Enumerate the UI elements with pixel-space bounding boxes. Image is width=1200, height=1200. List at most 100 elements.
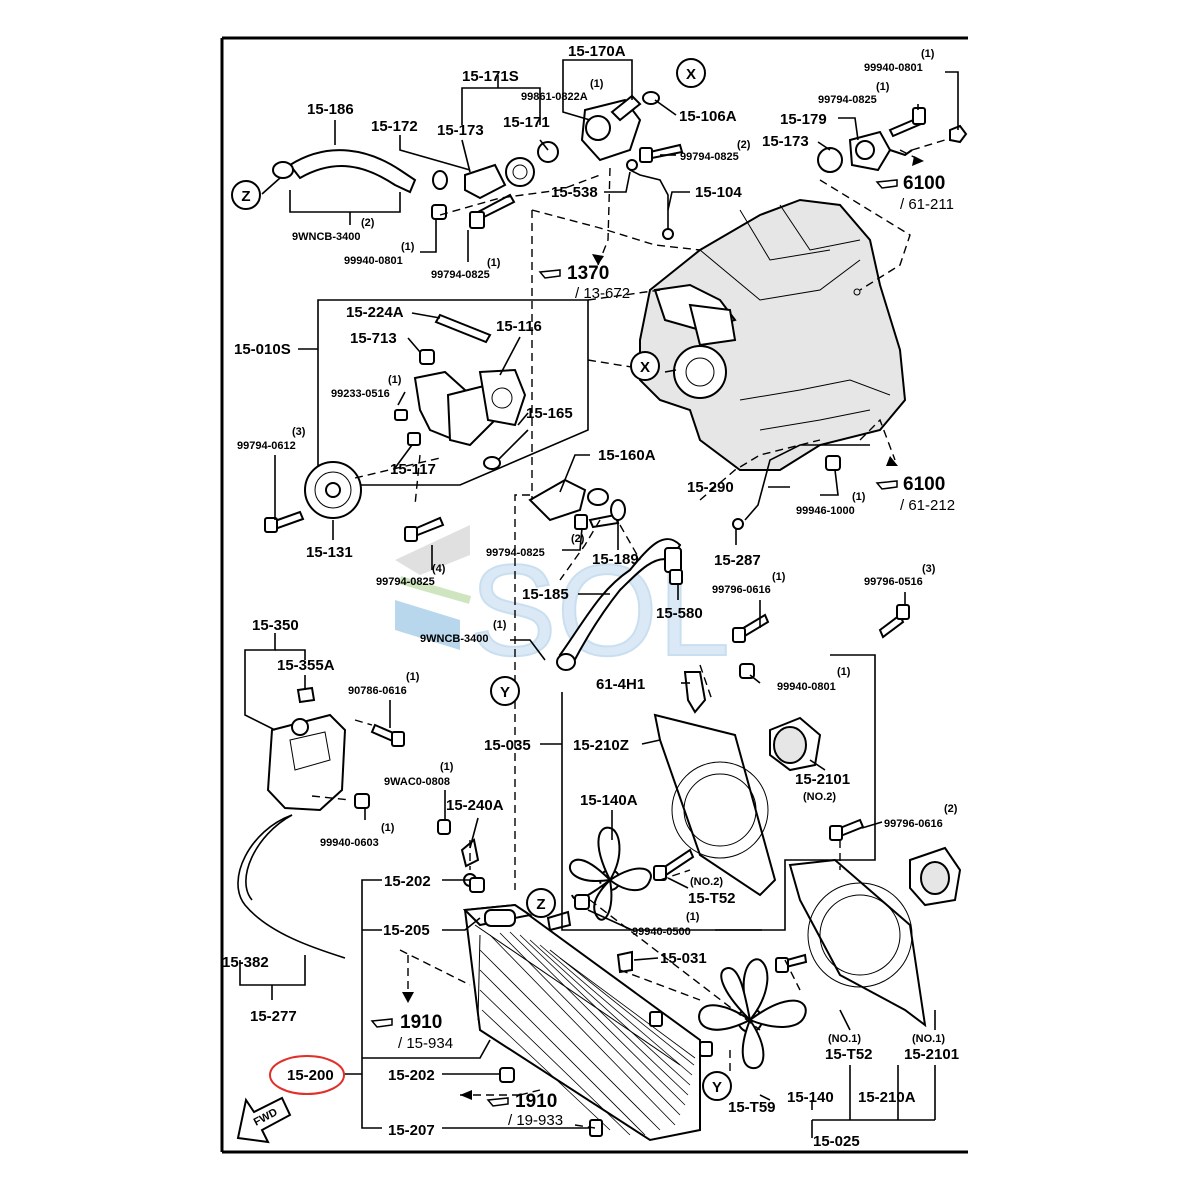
label-15-116: 15-116 (496, 318, 542, 335)
ref-1370-num: 1370 (567, 263, 609, 284)
label-15-171S: 15-171S (462, 68, 519, 85)
pulley (264, 461, 445, 542)
marker-z-radiator-label: Z (536, 896, 545, 913)
ref-1910-top: 1910 / 15-934 (370, 1012, 453, 1052)
qty-99794a: (2) (737, 139, 751, 151)
label-15-173b: 15-173 (762, 133, 809, 150)
label-15-171: 15-171 (503, 114, 550, 131)
label-15-179: 15-179 (780, 111, 827, 128)
qty-99940-0603: (1) (381, 822, 395, 834)
label-15-224A: 15-224A (346, 304, 404, 321)
marker-x-engine: X (630, 351, 660, 381)
qty-99794b: (1) (487, 257, 501, 269)
label-15-165: 15-165 (526, 405, 573, 422)
label-15-025: 15-025 (813, 1133, 860, 1150)
label-99940-0603: 99940-0603 (320, 837, 379, 849)
highlight-15-200 (269, 1055, 345, 1095)
label-15-173a: 15-173 (437, 122, 484, 139)
qty-99940b: (1) (921, 48, 935, 60)
qty-90786: (1) (406, 671, 420, 683)
label-99796-0516: 99796-0516 (864, 576, 923, 588)
label-15-205: 15-205 (383, 922, 430, 939)
watermark: SOL (395, 525, 731, 684)
label-15-713: 15-713 (350, 330, 397, 347)
ref-6100-top-num: 6100 (903, 173, 945, 194)
label-15-240A: 15-240A (446, 797, 504, 814)
qty-99796-0616a: (1) (772, 571, 786, 583)
label-15-104: 15-104 (695, 184, 742, 201)
label-99794-0825d: 99794-0825 (486, 547, 545, 559)
label-15-207: 15-207 (388, 1122, 435, 1139)
label-15-140: 15-140 (787, 1089, 834, 1106)
label-15-010S: 15-010S (234, 341, 291, 358)
ref-6100-mid-num: 6100 (903, 474, 945, 495)
label-15-186: 15-186 (307, 101, 354, 118)
marker-z-top-label: Z (241, 188, 250, 205)
label-99940-0801c: 99940-0801 (777, 681, 836, 693)
label-15-200: 15-200 (287, 1067, 334, 1084)
label-15-202a: 15-202 (384, 873, 431, 890)
arrowhead-1910-bottom (460, 1090, 472, 1100)
label-99794-0825b: 99794-0825 (431, 269, 490, 281)
ref-6100-top: 6100 / 61-211 (875, 173, 954, 213)
label-15-185: 15-185 (522, 586, 569, 603)
marker-x-top: X (676, 58, 706, 88)
qty-99794-0612: (3) (292, 426, 306, 438)
arrowhead-6100-top (912, 156, 924, 166)
label-99794-0612: 99794-0612 (237, 440, 296, 452)
label-15-T52b: 15-T52 (825, 1046, 873, 1063)
ref-1910-bottom-sub: / 19-933 (508, 1112, 563, 1129)
label-15-202b: 15-202 (388, 1067, 435, 1084)
ref-6100-mid: 6100 / 61-212 (875, 474, 955, 514)
label-99794-0825e: 99794-0825 (376, 576, 435, 588)
marker-y-bottom: Y (702, 1071, 732, 1101)
qty-99796-0616b: (2) (944, 803, 958, 815)
label-15-172: 15-172 (371, 118, 418, 135)
label-15-170A: 15-170A (568, 43, 626, 60)
coolant-reservoir (237, 686, 405, 959)
arrowhead-1910 (402, 992, 414, 1003)
label-15-210A: 15-210A (858, 1089, 916, 1106)
water-pump-assembly (317, 299, 589, 486)
leader-lines (239, 59, 959, 1138)
qty-9WNCB-b: (1) (493, 619, 507, 631)
label-15-106A: 15-106A (679, 108, 737, 125)
marker-x-engine-label: X (640, 359, 650, 376)
label-99794-0825c: 99794-0825 (818, 94, 877, 106)
label-15-210Z: 15-210Z (573, 737, 629, 754)
marker-x-top-label: X (686, 66, 696, 83)
label-15-117: 15-117 (390, 461, 436, 478)
fan-shroud-no1 (698, 818, 962, 1070)
cap-parts (437, 819, 480, 887)
note-no1-b: (NO.1) (912, 1033, 945, 1045)
ref-1910-bottom: 1910 / 19-933 (486, 1091, 563, 1129)
label-99940-0500: 99940-0500 (632, 926, 691, 938)
label-15-T52a: 15-T52 (688, 890, 736, 907)
label-15-131: 15-131 (306, 544, 353, 561)
arrowhead-6100-mid (886, 456, 898, 466)
label-9WNCB-a: 9WNCB-3400 (292, 231, 360, 243)
qty-99940-0500: (1) (686, 911, 700, 923)
watermark-text: SOL (470, 537, 730, 683)
label-15-2101a: 15-2101 (795, 771, 850, 788)
qty-99794d: (2) (571, 533, 585, 545)
label-15-350: 15-350 (252, 617, 299, 634)
label-99233: 99233-0516 (331, 388, 390, 400)
qty-9WNCB-a: (2) (361, 217, 375, 229)
label-15-538: 15-538 (551, 184, 598, 201)
marker-z-radiator: Z (526, 888, 556, 918)
ref-6100-mid-sub: / 61-212 (900, 497, 955, 514)
engine-block (639, 198, 907, 471)
qty-9WAC0: (1) (440, 761, 454, 773)
label-99796-0616b: 99796-0616 (884, 818, 943, 830)
label-15-355A: 15-355A (277, 657, 335, 674)
label-15-287: 15-287 (714, 552, 761, 569)
note-no2-a: (NO.2) (803, 791, 836, 803)
ref-1370: 1370 / 13-672 (538, 263, 630, 302)
label-15-2101b: 15-2101 (904, 1046, 959, 1063)
marker-y-bottom-label: Y (712, 1079, 722, 1096)
dashed-reference-lines (311, 139, 946, 1129)
fan-shroud-no2 (561, 654, 876, 931)
label-15-290: 15-290 (687, 479, 734, 496)
